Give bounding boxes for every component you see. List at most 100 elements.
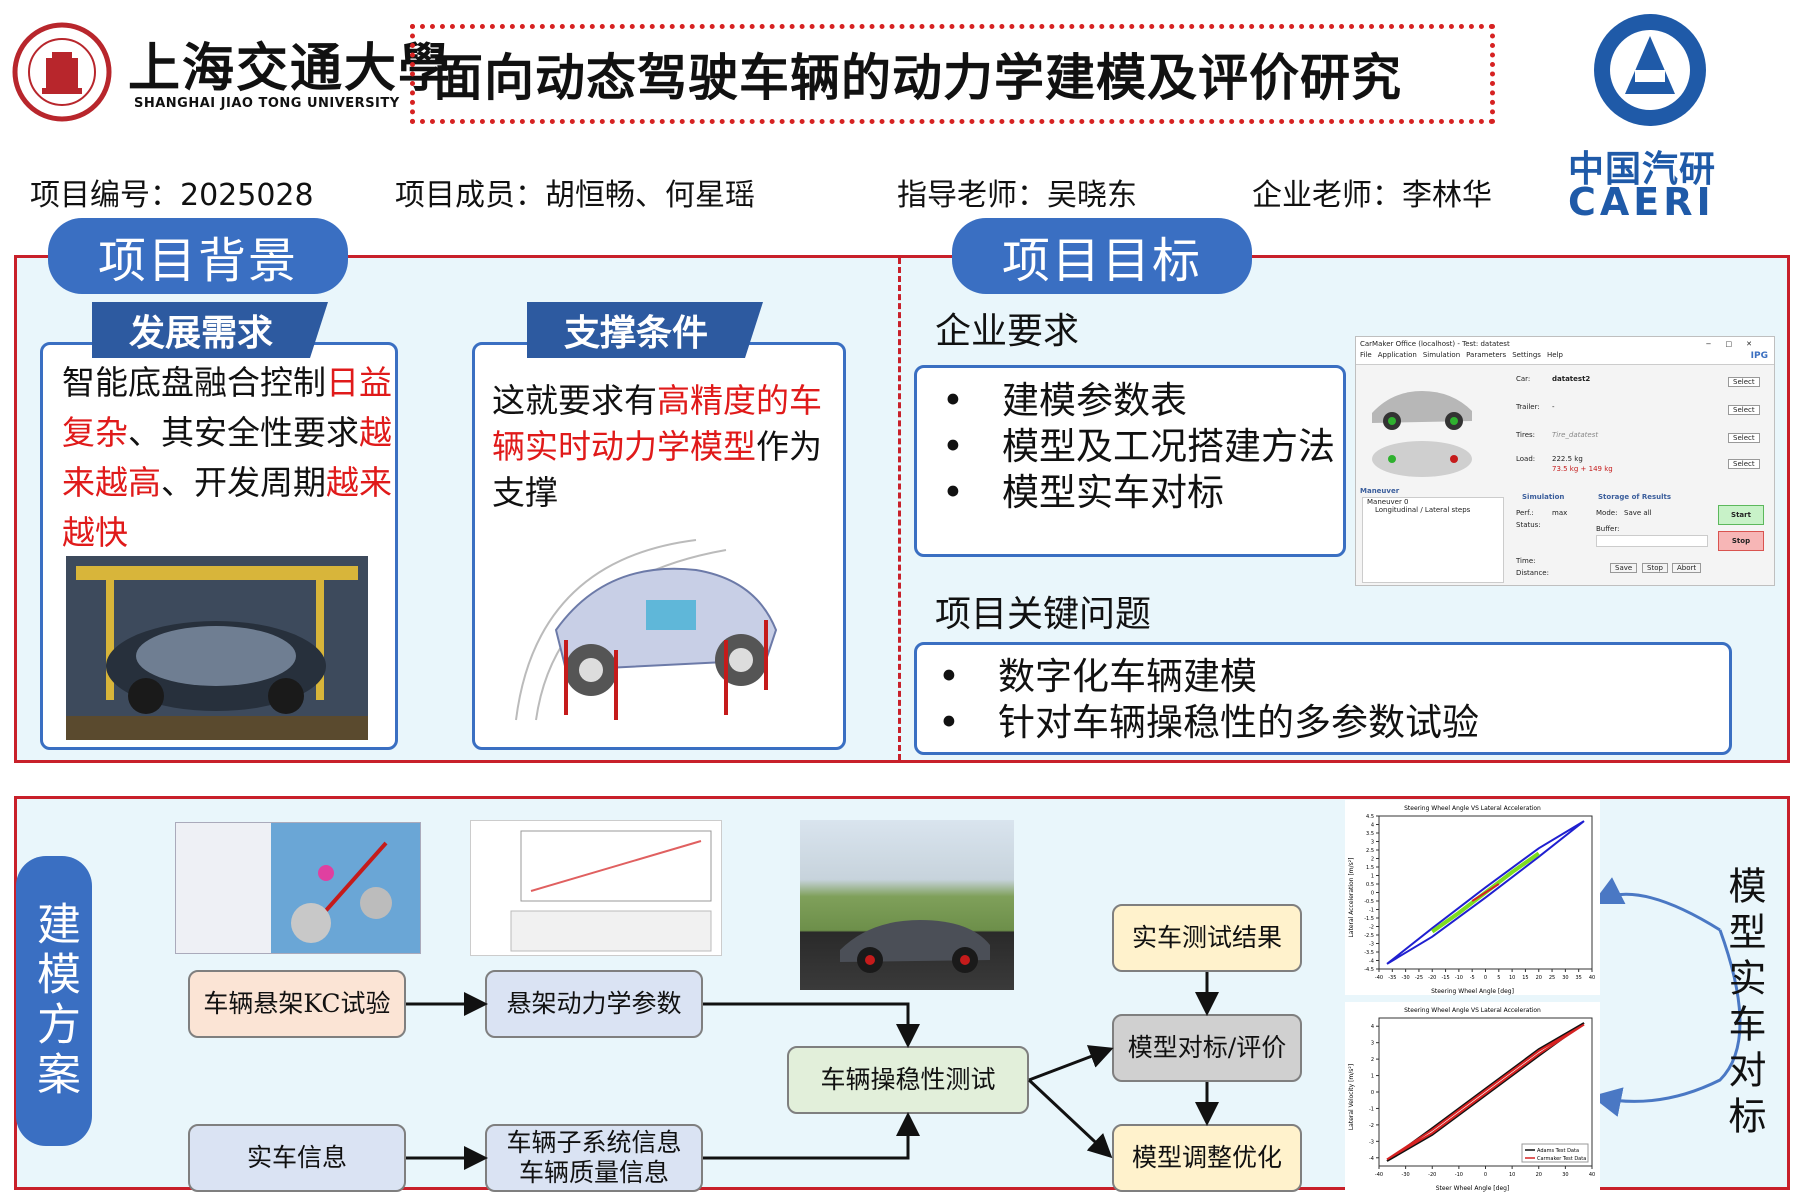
- series-line: [1386, 1022, 1585, 1162]
- select-tires-button[interactable]: Select: [1728, 433, 1760, 443]
- load-detail: 73.5 kg + 149 kg: [1552, 465, 1613, 473]
- sjtu-logo: [12, 22, 112, 122]
- company-advisor: 企业老师：李林华: [1252, 178, 1492, 213]
- y-tick-label: -3: [1369, 1139, 1374, 1145]
- perf-label: Perf.:: [1516, 509, 1534, 517]
- demand-tab: 发展需求: [92, 302, 328, 358]
- distance-label: Distance:: [1516, 569, 1549, 577]
- suspension-params-box: 悬架动力学参数: [485, 970, 703, 1038]
- y-tick-label: 2: [1371, 857, 1374, 863]
- y-tick-label: 4.5: [1366, 814, 1374, 820]
- requirements-list: 建模参数表 模型及工况搭建方法 模型实车对标: [920, 378, 1350, 516]
- background-section-title: 项目背景: [48, 218, 348, 294]
- y-tick-label: 0: [1371, 891, 1374, 897]
- y-tick-label: 0.5: [1366, 882, 1374, 888]
- university-name-cn: 上海交通大學: [128, 38, 453, 99]
- trailer-label: Trailer:: [1516, 403, 1540, 411]
- x-tick-label: -20: [1428, 1172, 1436, 1178]
- subsystem-info-box: 车辆子系统信息 车辆质量信息: [485, 1124, 703, 1192]
- menu-file[interactable]: File: [1360, 351, 1372, 359]
- mode-value[interactable]: Save all: [1624, 509, 1652, 517]
- status-label: Status:: [1516, 521, 1541, 529]
- start-button[interactable]: Start: [1718, 505, 1764, 525]
- x-tick-label: 40: [1589, 975, 1595, 981]
- select-car-button[interactable]: Select: [1728, 377, 1760, 387]
- carmaker-titlebar: CarMaker Office (localhost) - Test: data…: [1356, 337, 1774, 351]
- y-tick-label: -1: [1369, 908, 1374, 914]
- car-label: Car:: [1516, 375, 1531, 383]
- project-members: 项目成员：胡恒畅、何星瑶: [395, 178, 755, 213]
- list-item: 建模参数表: [920, 378, 1350, 424]
- advisor: 指导老师：吴晓东: [897, 178, 1137, 213]
- menu-simulation[interactable]: Simulation: [1422, 351, 1461, 359]
- method-section-title: 建模方案: [16, 856, 92, 1146]
- university-name-en: SHANGHAI JIAO TONG UNIVERSITY: [134, 96, 400, 111]
- x-tick-label: 40: [1589, 1172, 1595, 1178]
- support-tab: 支撑条件: [527, 302, 763, 358]
- y-tick-label: 3: [1371, 840, 1374, 846]
- y-tick-label: 1: [1371, 1074, 1374, 1080]
- poster-title: 面向动态驾驶车辆的动力学建模及评价研究: [433, 49, 1402, 107]
- maneuver-subitem[interactable]: Longitudinal / Lateral steps: [1375, 506, 1471, 514]
- y-tick-label: 1.5: [1366, 865, 1374, 871]
- carmaker-window-title: CarMaker Office (localhost) - Test: data…: [1360, 340, 1510, 348]
- key-issues-title: 项目关键问题: [935, 594, 1152, 635]
- menu-help[interactable]: Help: [1546, 351, 1563, 359]
- carmaker-menubar: File Application Simulation Parameters S…: [1356, 351, 1774, 365]
- mode-label: Mode:: [1596, 509, 1618, 517]
- x-tick-label: -25: [1415, 975, 1423, 981]
- abort-button[interactable]: Abort: [1672, 563, 1702, 573]
- x-tick-label: -10: [1455, 1172, 1463, 1178]
- y-tick-label: 3.5: [1366, 831, 1374, 837]
- save-button[interactable]: Save: [1610, 563, 1638, 573]
- x-tick-label: 0: [1484, 1172, 1487, 1178]
- legend-box: [1521, 1143, 1589, 1163]
- maneuver-tree[interactable]: Maneuver 0 Longitudinal / Lateral steps: [1362, 497, 1504, 583]
- y-tick-label: -3.5: [1364, 950, 1374, 956]
- poster-title-box: 面向动态驾驶车辆的动力学建模及评价研究: [410, 24, 1495, 124]
- series-line: [1386, 820, 1585, 965]
- legend-label: Adams Test Data: [1537, 1148, 1579, 1154]
- y-tick-label: 4: [1371, 823, 1374, 829]
- y-tick-label: 0: [1371, 1090, 1374, 1096]
- y-tick-label: -1.5: [1364, 916, 1374, 922]
- perf-value: max: [1552, 509, 1568, 517]
- menu-application[interactable]: Application: [1377, 351, 1417, 359]
- y-tick-label: -4: [1369, 1156, 1374, 1162]
- y-tick-label: -1: [1369, 1106, 1374, 1112]
- x-tick-label: -5: [1470, 975, 1475, 981]
- x-tick-label: -35: [1388, 975, 1396, 981]
- chart-title: Steering Wheel Angle VS Lateral Accelera…: [1404, 1007, 1541, 1014]
- x-tick-label: 25: [1549, 975, 1555, 981]
- maneuver-item[interactable]: Maneuver 0: [1367, 498, 1409, 506]
- carmaker-window: CarMaker Office (localhost) - Test: data…: [1355, 336, 1775, 586]
- x-tick-label: 30: [1562, 975, 1568, 981]
- x-axis-label: Steering Wheel Angle [deg]: [1431, 988, 1514, 995]
- storage-stop-button[interactable]: Stop: [1642, 563, 1668, 573]
- select-trailer-button[interactable]: Select: [1728, 405, 1760, 415]
- project-number: 项目编号：2025028: [30, 178, 314, 213]
- load-label: Load:: [1516, 455, 1536, 463]
- caeri-name-cn: 中国汽研: [1568, 149, 1717, 190]
- menu-parameters[interactable]: Parameters: [1466, 351, 1507, 359]
- select-load-button[interactable]: Select: [1728, 459, 1760, 469]
- series-line: [1386, 1023, 1585, 1161]
- model-evaluation-box: 模型对标/评价: [1112, 1014, 1302, 1082]
- time-label: Time:: [1516, 557, 1536, 565]
- menu-settings[interactable]: Settings: [1512, 351, 1541, 359]
- real-test-results-box: 实车测试结果: [1112, 904, 1302, 972]
- x-tick-label: 20: [1536, 975, 1542, 981]
- demand-text: 智能底盘融合控制日益复杂、其安全性要求越来越高、开发周期越来越快: [62, 363, 392, 552]
- y-axis-label: Lateral Velocity [m/s²]: [1348, 1064, 1355, 1130]
- y-tick-label: -2: [1369, 925, 1374, 931]
- series-line: [1471, 883, 1500, 902]
- steering-vs-lateral-accel-chart-2: Steering Wheel Angle VS Lateral Accelera…: [1345, 1002, 1600, 1192]
- car-preview: [1362, 373, 1482, 481]
- buffer-label: Buffer:: [1596, 525, 1620, 533]
- stop-button[interactable]: Stop: [1718, 531, 1764, 551]
- y-tick-label: -4: [1369, 959, 1374, 965]
- x-tick-label: -10: [1455, 975, 1463, 981]
- x-tick-label: -20: [1428, 975, 1436, 981]
- x-tick-label: 15: [1522, 975, 1528, 981]
